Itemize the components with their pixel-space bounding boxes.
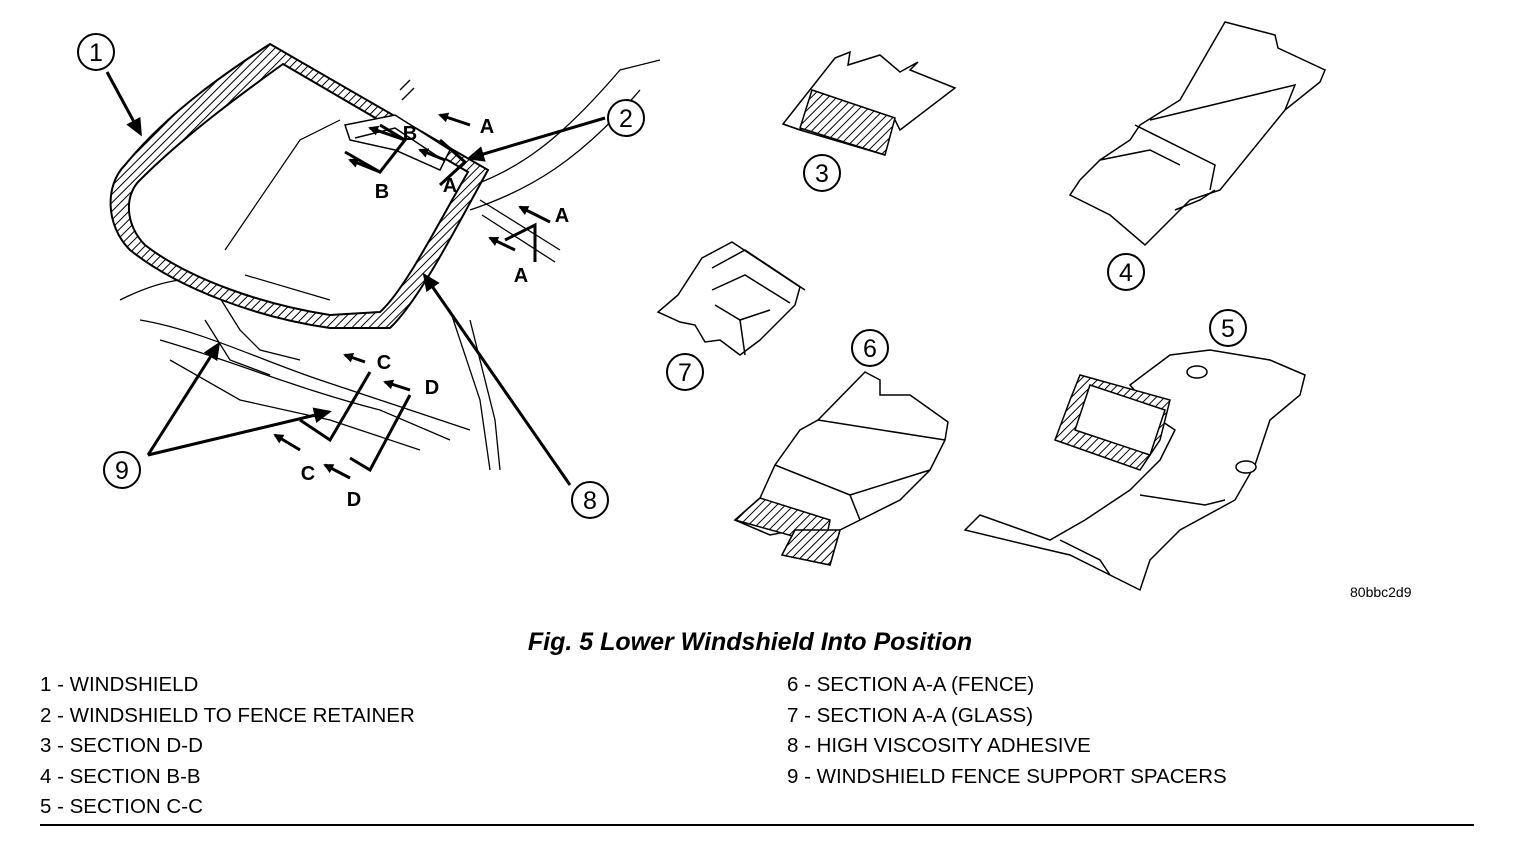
callout-circle	[1107, 253, 1145, 291]
section-letter-d: D	[347, 489, 361, 511]
callout-number: 6	[863, 335, 877, 363]
legend-item: 9 - WINDSHIELD FENCE SUPPORT SPACERS	[787, 764, 1227, 788]
legend-left-column: 1 - WINDSHIELD 2 - WINDSHIELD TO FENCE R…	[40, 670, 415, 823]
callout-5: 5	[1209, 309, 1247, 347]
callout-circle	[607, 99, 645, 137]
callout-number: 8	[583, 487, 597, 515]
callout-number: 5	[1221, 315, 1235, 343]
callout-number: 9	[115, 457, 129, 485]
callout-4: 4	[1107, 253, 1145, 291]
windshield-diagram: A A A A B B C C D D	[77, 21, 1326, 592]
callout-circle	[103, 451, 141, 489]
legend-item: 7 - SECTION A-A (GLASS)	[787, 703, 1034, 727]
callout-3: 3	[803, 154, 841, 192]
section-detail-5	[963, 349, 1306, 592]
callout-number: 4	[1119, 259, 1133, 287]
section-letter-b: B	[403, 123, 417, 145]
section-detail-3	[781, 50, 957, 156]
figure-caption: Fig. 5 Lower Windshield Into Position	[527, 628, 973, 656]
section-letter-labels: A A A A B B C C D D	[301, 116, 569, 511]
figure-code: 80bbc2d9	[1350, 584, 1412, 600]
legend-right-column: 6 - SECTION A-A (FENCE) 7 - SECTION A-A …	[787, 670, 1227, 792]
callout-circle	[803, 154, 841, 192]
legend-item: 6 - SECTION A-A (FENCE)	[787, 673, 1035, 696]
section-letter-c: C	[377, 352, 391, 374]
callout-circle	[666, 353, 704, 391]
callout-circle	[77, 33, 115, 71]
legend-item: 5 - SECTION C-C	[40, 795, 203, 818]
section-letter-a: A	[480, 116, 494, 138]
callout-7: 7	[666, 353, 704, 391]
callout-circles: 1 2 3 4 5 6 7 8 9	[77, 33, 1247, 519]
legend-item: 1 - WINDSHIELD	[40, 673, 199, 696]
legend-item: 3 - SECTION D-D	[40, 734, 203, 757]
callout-number: 3	[815, 160, 829, 188]
callout-1: 1	[77, 33, 115, 71]
callout-circle	[571, 481, 609, 519]
section-detail-7	[656, 241, 806, 356]
callout-leaders	[105, 71, 606, 486]
bottom-rule	[40, 824, 1474, 826]
callout-9: 9	[103, 451, 141, 489]
callout-2: 2	[607, 99, 645, 137]
section-detail-4	[1068, 21, 1326, 247]
callout-number: 7	[678, 359, 692, 387]
section-arrows	[273, 112, 551, 480]
legend-item: 8 - HIGH VISCOSITY ADHESIVE	[787, 734, 1091, 757]
section-letter-d: D	[425, 377, 439, 399]
section-letter-b: B	[375, 181, 389, 203]
section-letter-a: A	[555, 205, 569, 227]
callout-circle	[851, 329, 889, 367]
section-markers	[299, 123, 537, 473]
callout-circle	[1209, 309, 1247, 347]
legend-item: 2 - WINDSHIELD TO FENCE RETAINER	[40, 703, 415, 727]
vehicle-body-lines	[119, 59, 661, 471]
callout-number: 1	[89, 39, 103, 67]
legend-item: 4 - SECTION B-B	[40, 764, 201, 788]
section-letter-a: A	[443, 175, 457, 197]
callout-8: 8	[571, 481, 609, 519]
callout-6: 6	[851, 329, 889, 367]
section-letter-c: C	[301, 463, 315, 485]
callout-number: 2	[619, 105, 633, 133]
section-detail-6	[733, 371, 949, 566]
section-letter-a: A	[514, 265, 528, 287]
